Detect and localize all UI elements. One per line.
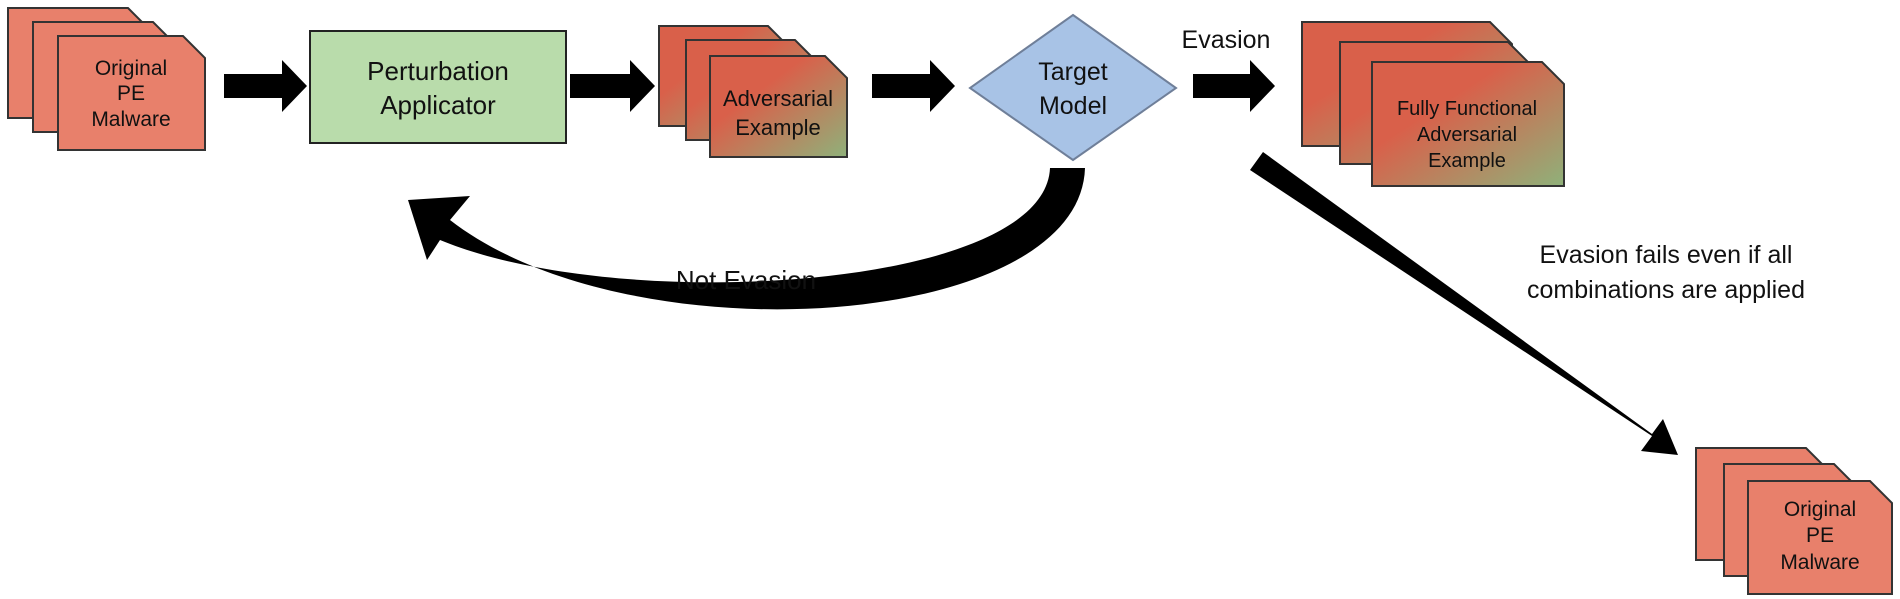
target-label-line1: Target bbox=[1038, 58, 1108, 86]
not-evasion-label: Not Evasion bbox=[676, 265, 816, 295]
fully-functional-label-line3: Example bbox=[1428, 150, 1506, 172]
original-malware-stack: Original PE Malware bbox=[7, 7, 206, 151]
arrow-evasion-fails bbox=[1250, 152, 1678, 455]
applicator-box bbox=[309, 30, 567, 144]
fully-functional-card-front bbox=[1371, 61, 1565, 187]
arrow-applicator-to-adversarial bbox=[570, 60, 655, 112]
adversarial-label-line2: Example bbox=[735, 115, 821, 140]
malware-fail-card-front bbox=[1747, 480, 1893, 595]
target-label-line2: Model bbox=[1039, 92, 1107, 120]
arrow-malware-to-applicator bbox=[224, 60, 307, 112]
malware-label-line2: PE bbox=[117, 82, 145, 105]
fully-functional-label-line2: Adversarial bbox=[1417, 124, 1517, 146]
target-model: Target Model bbox=[968, 13, 1178, 162]
adversarial-example-stack: Adversarial Example bbox=[658, 25, 848, 158]
perturbation-applicator: Perturbation Applicator bbox=[309, 30, 567, 144]
arrow-model-to-fully-functional bbox=[1193, 60, 1275, 112]
applicator-label-line2: Applicator bbox=[380, 90, 496, 120]
adversarial-label-line1: Adversarial bbox=[723, 86, 833, 111]
applicator-label-line1: Perturbation bbox=[367, 56, 509, 86]
target-model-diamond bbox=[968, 13, 1178, 162]
malware-label-line3: Malware bbox=[91, 108, 170, 131]
malware-fail-label-line3: Malware bbox=[1780, 551, 1859, 574]
adversarial-card-front bbox=[709, 55, 848, 158]
fully-functional-stack: Fully Functional Adversarial Example bbox=[1301, 21, 1565, 187]
malware-fail-label-line1: Original bbox=[1784, 498, 1856, 521]
evasion-label: Evasion bbox=[1182, 26, 1271, 54]
evasion-fails-label-line2: combinations are applied bbox=[1527, 276, 1805, 304]
original-malware-fail-stack: Original PE Malware bbox=[1695, 447, 1893, 595]
malware-card-front bbox=[57, 35, 206, 151]
fully-functional-label-line1: Fully Functional bbox=[1397, 98, 1537, 120]
evasion-fails-label-line1: Evasion fails even if all bbox=[1540, 241, 1793, 269]
arrow-adversarial-to-model bbox=[872, 60, 955, 112]
arrow-not-evasion-curve bbox=[408, 168, 1085, 310]
malware-label-line1: Original bbox=[95, 57, 167, 80]
malware-fail-label-line2: PE bbox=[1806, 524, 1834, 547]
